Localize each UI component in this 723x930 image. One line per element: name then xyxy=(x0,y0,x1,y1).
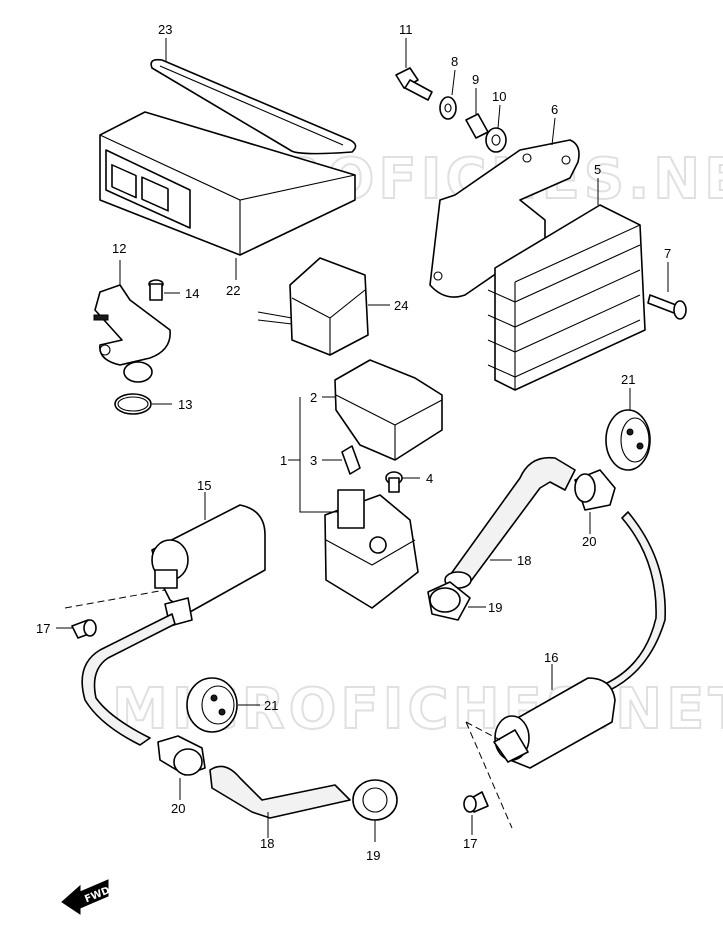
fwd-arrow-icon: FWD xyxy=(61,879,112,915)
part-15-ignition-coil xyxy=(151,492,266,627)
callout-17-right: 17 xyxy=(463,836,477,851)
callout-12: 12 xyxy=(112,241,126,256)
part-24-relay xyxy=(257,257,390,356)
callout-3: 3 xyxy=(310,453,317,468)
ignition-lead-left xyxy=(81,613,176,746)
part-17-bolt-right xyxy=(463,791,489,835)
part-5-regulator xyxy=(487,178,646,391)
callout-10: 10 xyxy=(492,89,506,104)
part-8-washer xyxy=(439,69,457,120)
callout-14: 14 xyxy=(185,286,199,301)
part-11-bolt xyxy=(395,38,433,101)
part-23-band xyxy=(150,38,357,155)
callout-18-left: 18 xyxy=(260,836,274,851)
part-17-bolt-left xyxy=(56,589,166,639)
part-18-cap-left xyxy=(209,765,351,838)
callout-24: 24 xyxy=(394,298,408,313)
part-13-oring xyxy=(114,393,172,415)
callout-1: 1 xyxy=(280,453,287,468)
callout-16: 16 xyxy=(544,650,558,665)
part-2-fuse-cover xyxy=(322,359,443,461)
callout-19-right: 19 xyxy=(488,600,502,615)
part-16-ignition-coil xyxy=(465,664,616,829)
callout-7: 7 xyxy=(664,246,671,261)
part-4-screw xyxy=(385,471,420,493)
callout-4: 4 xyxy=(426,471,433,486)
part-6-bracket xyxy=(429,117,580,298)
callout-8: 8 xyxy=(451,54,458,69)
part-7-screw xyxy=(647,262,687,320)
callout-19-left: 19 xyxy=(366,848,380,863)
part-19-cap-left xyxy=(352,779,398,842)
callout-5: 5 xyxy=(594,162,601,177)
callout-20-right: 20 xyxy=(582,534,596,549)
callout-15: 15 xyxy=(197,478,211,493)
part-22-ecu xyxy=(99,111,356,280)
callout-18-right: 18 xyxy=(517,553,531,568)
part-14-bolt xyxy=(148,279,180,301)
callout-13: 13 xyxy=(178,397,192,412)
part-18-cap-right xyxy=(444,456,576,589)
callout-21-bottom: 21 xyxy=(264,698,278,713)
callout-20-left: 20 xyxy=(171,801,185,816)
callout-11: 11 xyxy=(399,22,413,37)
part-3-fuse xyxy=(322,445,361,475)
callout-21-top: 21 xyxy=(621,372,635,387)
part-19-cap-right xyxy=(427,581,486,621)
ignition-lead-right xyxy=(604,511,666,691)
part-9-spacer xyxy=(465,88,489,139)
part-1-fuse-box xyxy=(288,397,419,609)
callout-17-left: 17 xyxy=(36,621,50,636)
part-20-boot-right xyxy=(574,469,616,534)
callout-9: 9 xyxy=(472,72,479,87)
callout-23: 23 xyxy=(158,22,172,37)
part-12-sensor xyxy=(93,260,171,383)
callout-2: 2 xyxy=(310,390,317,405)
callout-22: 22 xyxy=(226,283,240,298)
part-21-grommet-top xyxy=(605,388,651,471)
callout-6: 6 xyxy=(551,102,558,117)
part-10-grommet xyxy=(485,104,507,153)
part-20-boot-left xyxy=(157,735,206,800)
part-21-grommet-bottom xyxy=(186,677,260,733)
